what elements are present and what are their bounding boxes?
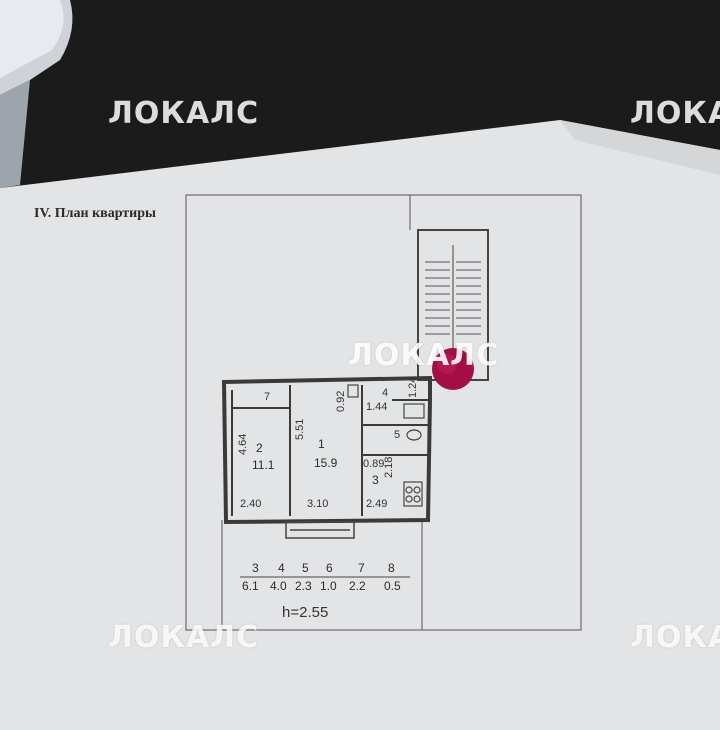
area-table-number: 6 [326,561,333,575]
area-table-number: 5 [302,561,309,575]
room-4-number: 4 [382,387,388,399]
room-1-width: 3.10 [307,498,328,510]
area-table-value: 6.1 [242,579,259,593]
area-table: 3 4 5 6 7 8 6.1 4.0 2.3 1.0 2.2 0.5 [240,561,410,593]
room-5-number: 5 [394,429,400,441]
balcony [285,521,355,539]
room-2-number: 2 [256,441,263,455]
ceiling-height: h=2.55 [282,604,329,621]
room-4-dim-b: 0.92 [335,391,347,412]
bottle-object [0,0,73,188]
area-table-number: 4 [278,561,285,575]
area-table-value: 4.0 [270,579,287,593]
paper-sheet [0,120,720,730]
room-1-depth: 5.51 [294,419,306,440]
watermark: ЛОКАЛС [348,338,500,373]
room-4-dim-a: 1.44 [366,401,387,413]
area-table-number: 3 [252,561,259,575]
staircase [417,229,489,381]
section-heading: IV. План квартиры [34,206,156,221]
area-table-value: 0.5 [384,579,401,593]
room-3-number: 3 [372,473,379,487]
room-3-depth: 2.18 [383,457,395,478]
room-3-width: 2.49 [366,498,387,510]
watermark: ЛОКАЛС [108,620,260,655]
room-2-area: 11.1 [252,458,275,472]
area-table-value: 2.3 [295,579,312,593]
room-2-depth: 4.64 [237,434,249,455]
room-1-number: 1 [318,437,325,451]
area-table-value: 2.2 [349,579,366,593]
plan-frame [185,194,582,631]
room-1-area: 15.9 [314,456,338,470]
extra-dim-1: 0.89 [363,458,384,470]
apartment-walls [221,375,432,525]
watermark: ЛОКАЛС [108,96,260,131]
extra-dim-2: 1.24 [407,377,419,398]
watermark: ЛОКАЛС [630,96,720,131]
area-table-number: 7 [358,561,365,575]
area-table-number: 8 [388,561,395,575]
area-table-value: 1.0 [320,579,337,593]
watermark: ЛОКАЛС [630,620,720,655]
bathroom-fixtures [347,384,425,507]
interior-walls [231,385,428,516]
room-7-number: 7 [264,391,270,403]
room-2-width: 2.40 [240,498,261,510]
